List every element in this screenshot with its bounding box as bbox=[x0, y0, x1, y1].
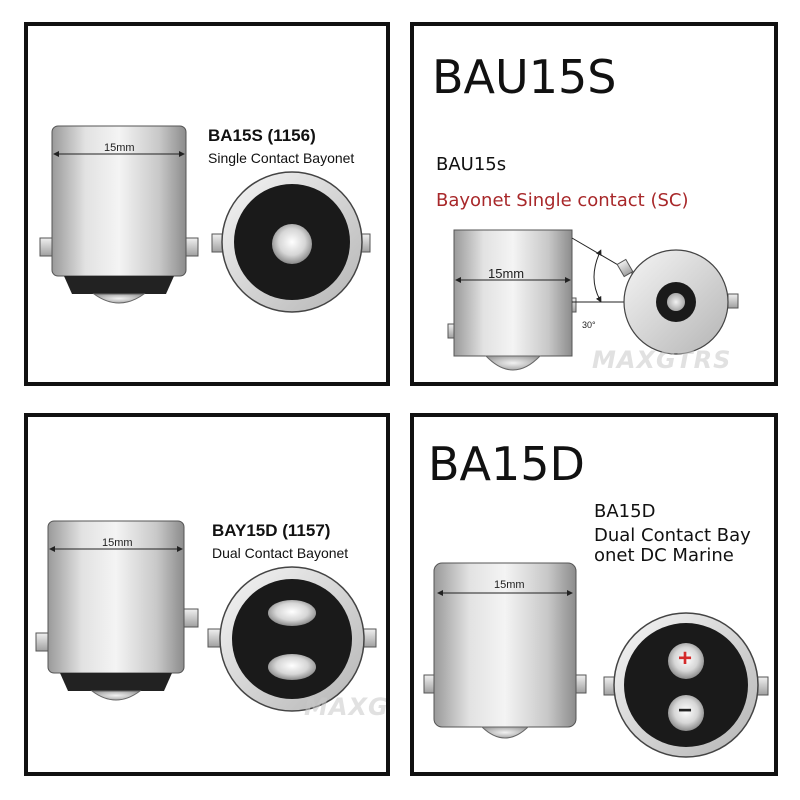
angle-label: 30° bbox=[582, 320, 596, 330]
bulb-name: BAY15D (1157) bbox=[212, 521, 331, 540]
bulb-bottom-view bbox=[207, 566, 377, 712]
plus-icon: + bbox=[678, 645, 693, 672]
dimension-label: 15mm bbox=[104, 142, 135, 154]
panel-description: Bayonet Single contact (SC) bbox=[436, 190, 689, 211]
panel-ba15s: 15mm BA15S (1156) Single Contact Bayonet bbox=[24, 22, 390, 386]
negative-contact bbox=[668, 695, 704, 731]
bulb-description: Single Contact Bayonet bbox=[208, 150, 355, 166]
bulb-base-side-view bbox=[423, 562, 587, 739]
description-line-1: Dual Contact Bay bbox=[594, 525, 751, 546]
bulb-name: BA15S (1156) bbox=[208, 126, 316, 145]
solder-contact bbox=[92, 293, 146, 304]
dimension-label: 15mm bbox=[488, 266, 525, 281]
single-contact bbox=[272, 224, 312, 264]
bulb-bottom-view bbox=[211, 171, 371, 313]
dimension-label: 15mm bbox=[494, 579, 525, 591]
panel-ba15d: BA15D BA15D Dual Contact Bay onet DC Mar… bbox=[410, 413, 778, 776]
panel-subtitle: BAU15s bbox=[436, 154, 507, 175]
bulb-bottom-view bbox=[603, 612, 769, 758]
dimension-label: 15mm bbox=[102, 537, 133, 549]
bulb-insulator bbox=[64, 276, 174, 294]
bay15d-drawing bbox=[35, 520, 377, 712]
minus-icon: − bbox=[678, 697, 693, 724]
panel-bay15d: 15mm BAY15D (1157) Dual Contact Bayonet … bbox=[24, 413, 390, 776]
bulb-bottom-view bbox=[616, 249, 739, 355]
contact-bottom bbox=[268, 654, 316, 680]
positive-contact bbox=[668, 643, 704, 679]
bulb-base-side-view bbox=[35, 520, 199, 701]
ba15d-drawing bbox=[423, 562, 769, 758]
panel-title: BAU15S bbox=[432, 50, 617, 104]
bulb-base-side-view bbox=[447, 229, 732, 371]
bulb-description: Dual Contact Bayonet bbox=[212, 545, 349, 561]
panel-title: BA15D bbox=[428, 437, 585, 491]
bulb-base-side-view bbox=[39, 125, 199, 304]
bau15s-drawing bbox=[447, 229, 739, 371]
panel-bau15s: BAU15S BAU15s Bayonet Single contact (SC… bbox=[410, 22, 778, 386]
panel-subtitle: BA15D bbox=[594, 501, 656, 522]
watermark: MAXGTRS bbox=[592, 346, 732, 374]
watermark: MAXGTRS bbox=[304, 693, 389, 721]
contact-top bbox=[268, 600, 316, 626]
ba15s-drawing bbox=[39, 125, 371, 313]
description-line-2: onet DC Marine bbox=[594, 545, 734, 566]
